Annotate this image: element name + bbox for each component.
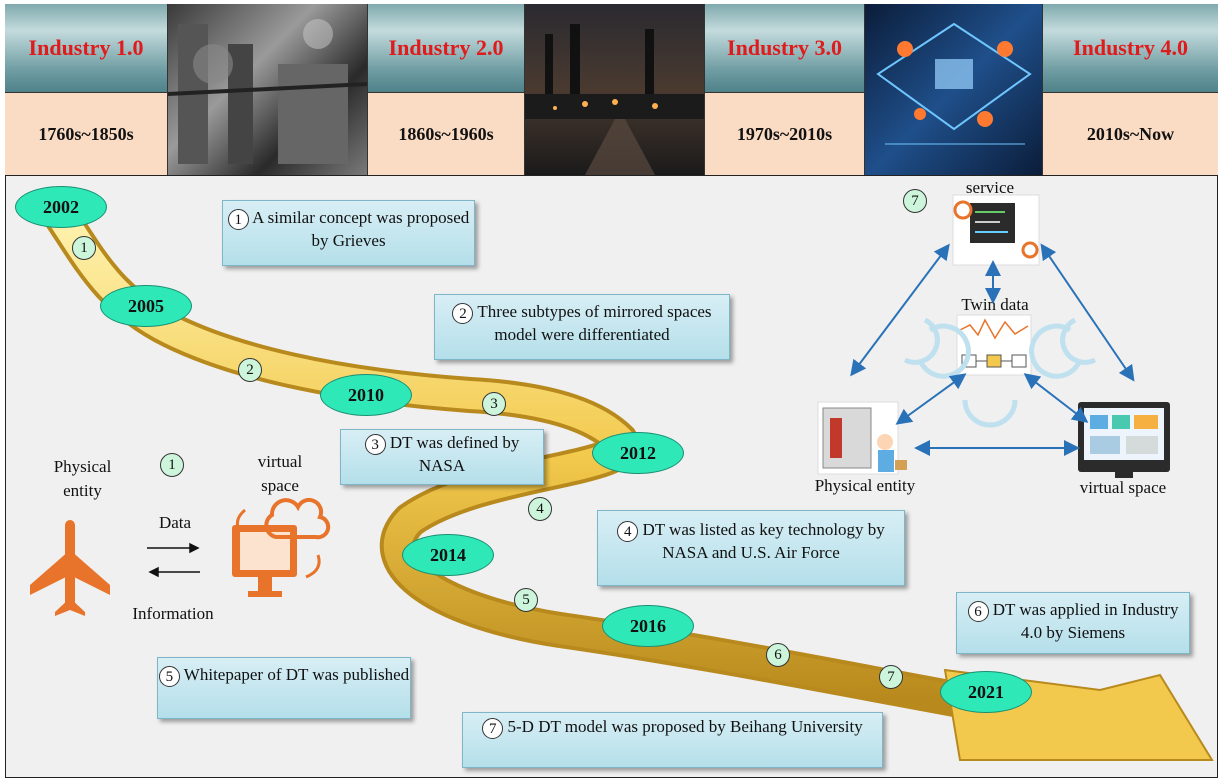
model7-virtual-label: virtual space: [1079, 478, 1167, 497]
milestone-7: 7 5-D DT model was proposed by Beihang U…: [462, 712, 883, 768]
model7-twin-data-label: Twin data: [961, 295, 1029, 314]
computer-cloud-icon: [232, 497, 331, 597]
model1-virtual-label: virtual space: [257, 452, 303, 495]
milestone-2: 2 Three subtypes of mirrored spaces mode…: [434, 294, 730, 360]
path-marker-6: 6: [766, 643, 790, 667]
year-2014: 2014: [402, 534, 494, 576]
milestone-6-number: 6: [967, 600, 989, 622]
path-marker-4: 4: [528, 497, 552, 521]
milestone-2-text: Three subtypes of mirrored spaces model …: [477, 302, 712, 344]
era-1-years: 1760s~1850s: [5, 92, 168, 175]
model7-number: 7: [903, 189, 927, 213]
model1-number: 1: [160, 453, 184, 477]
path-marker-1: 1: [72, 236, 96, 260]
milestone-2-number: 2: [452, 302, 474, 324]
year-2021: 2021: [940, 671, 1032, 713]
milestone-6: 6 DT was applied in Industry 4.0 by Siem…: [956, 592, 1190, 654]
milestone-4-text: DT was listed as key technology by NASA …: [642, 520, 885, 562]
path-marker-2: 2: [238, 358, 262, 382]
era-1-title: Industry 1.0: [5, 4, 168, 92]
milestone-1: 1 A similar concept was proposed by Grie…: [222, 200, 475, 266]
model1-information-label: Information: [132, 604, 214, 623]
milestone-6-text: DT was applied in Industry 4.0 by Siemen…: [992, 600, 1179, 642]
factory-photo-industry-1: [168, 4, 368, 175]
path-marker-7: 7: [879, 665, 903, 689]
model1-physical-label: Physical entity: [53, 457, 112, 500]
cnc-machine-icon: [817, 401, 907, 475]
era-4-years: 2010s~Now: [1043, 92, 1218, 175]
factory-photo-industry-2: [525, 4, 705, 175]
path-marker-5: 5: [514, 588, 538, 612]
year-2010: 2010: [320, 374, 412, 416]
data-arrow-icon: [147, 542, 200, 578]
year-2002: 2002: [15, 186, 107, 228]
model7-physical-label: Physical entity: [814, 476, 916, 495]
milestone-5: 5 Whitepaper of DT was published: [157, 657, 411, 719]
era-1: Industry 1.0 1760s~1850s: [5, 4, 168, 175]
year-2016: 2016: [602, 605, 694, 647]
plane-icon: [30, 520, 110, 616]
era-3-years: 1970s~2010s: [705, 92, 865, 175]
service-icon: [952, 194, 1040, 266]
era-3-title: Industry 3.0: [705, 4, 865, 92]
milestone-3-text: DT was defined by NASA: [389, 433, 520, 475]
connection-arrows: [850, 243, 1135, 456]
era-4-title: Industry 4.0: [1043, 4, 1218, 92]
milestone-7-number: 7: [482, 717, 504, 739]
year-2005: 2005: [100, 285, 192, 327]
era-4: Industry 4.0 2010s~Now: [1043, 4, 1218, 175]
era-2: Industry 2.0 1860s~1960s: [368, 4, 525, 175]
era-2-title: Industry 2.0: [368, 4, 525, 92]
milestone-5-number: 5: [158, 665, 180, 687]
milestone-3-number: 3: [364, 433, 386, 455]
factory-photo-industry-3: [865, 4, 1043, 175]
era-2-years: 1860s~1960s: [368, 92, 525, 175]
year-2012: 2012: [592, 432, 684, 474]
path-marker-3: 3: [482, 392, 506, 416]
model1-data-label: Data: [158, 513, 192, 532]
monitor-dashboard-icon: [1078, 402, 1170, 478]
era-bar: Industry 1.0 1760s~1850s Industry 2.0 18…: [5, 4, 1218, 176]
milestone-4: 4 DT was listed as key technology by NAS…: [597, 510, 905, 586]
milestone-1-text: A similar concept was proposed by Grieve…: [252, 208, 470, 250]
milestone-3: 3 DT was defined by NASA: [340, 429, 544, 485]
milestone-7-text: 5-D DT model was proposed by Beihang Uni…: [507, 717, 863, 736]
milestone-5-text: Whitepaper of DT was published: [183, 665, 410, 684]
milestone-1-number: 1: [227, 208, 249, 230]
model7-service-label: service: [965, 178, 1015, 197]
milestone-4-number: 4: [617, 520, 639, 542]
era-3: Industry 3.0 1970s~2010s: [705, 4, 865, 175]
